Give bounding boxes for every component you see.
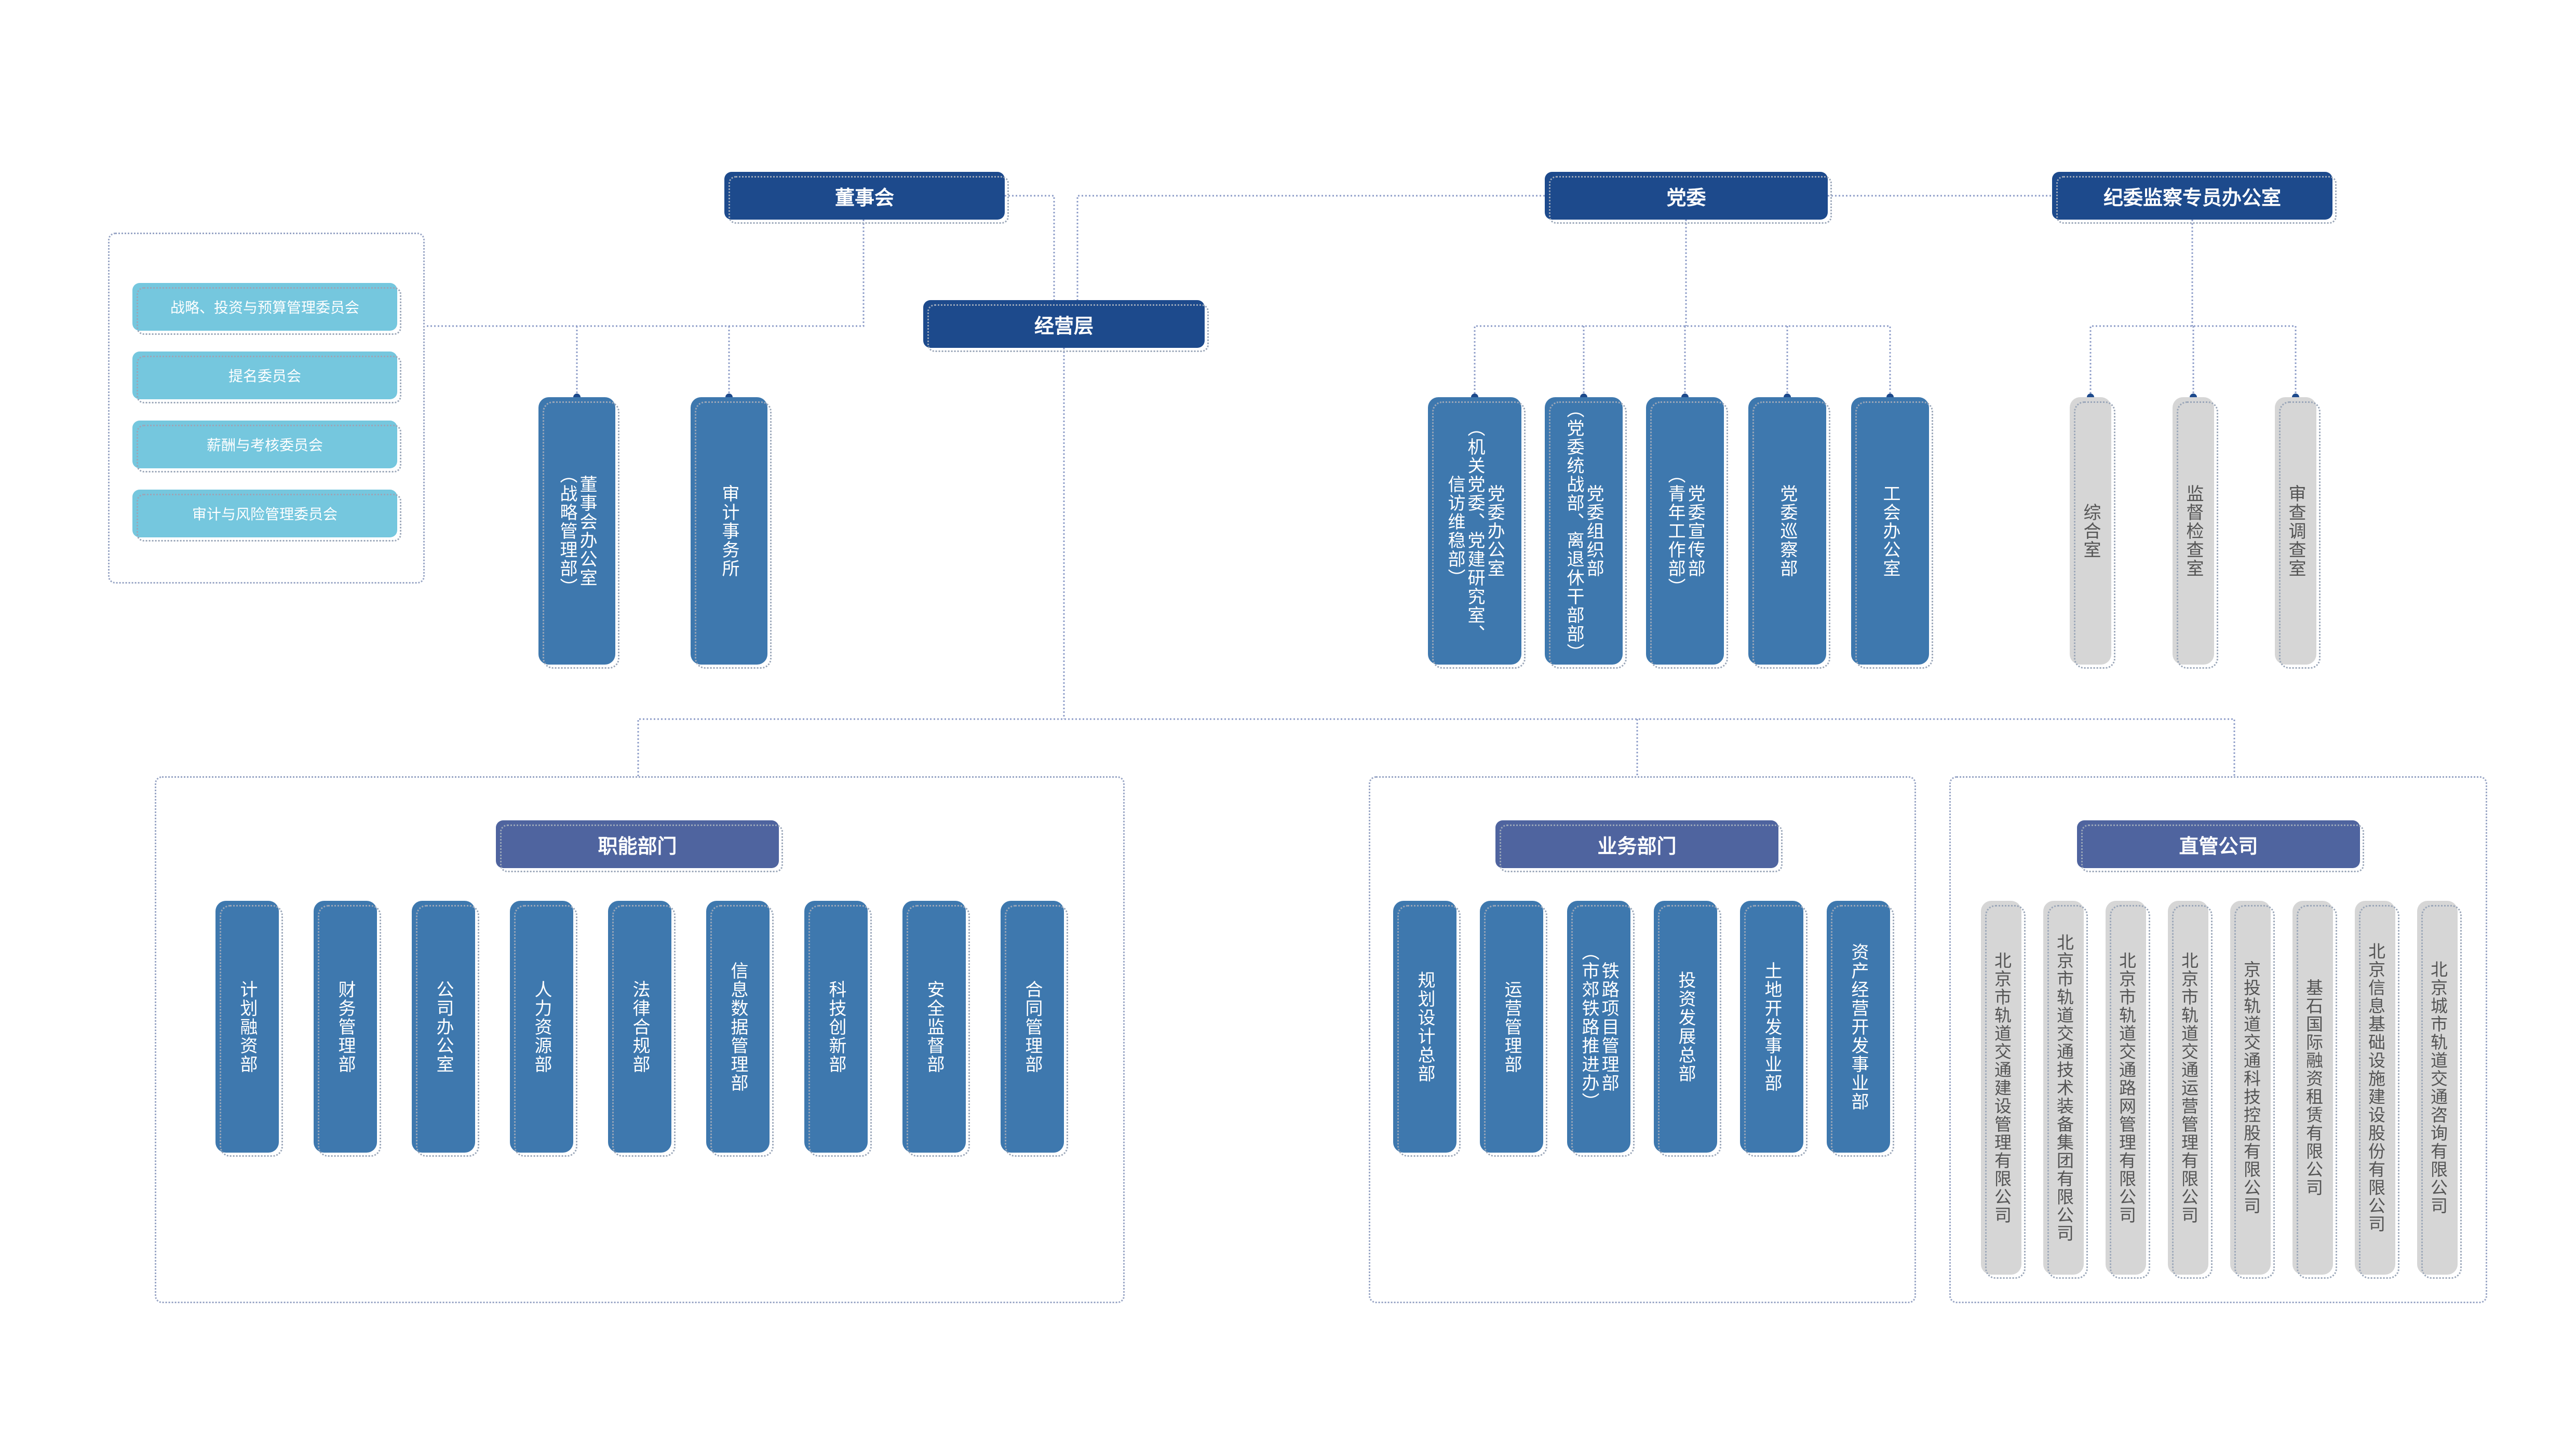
supervision-inspection-office-node[interactable]: 监督检查室 bbox=[2173, 397, 2218, 669]
functional-dept-legal-compliance[interactable]: 法律合规部 bbox=[608, 901, 676, 1157]
board-to-committees-line bbox=[425, 220, 865, 327]
functional-dept-contract-management[interactable]: 合同管理部 bbox=[1001, 901, 1068, 1157]
party-inspection-dept-node[interactable]: 党委巡察部 bbox=[1748, 397, 1830, 669]
party-office-node[interactable]: 党委办公室 （机关党委、党建研究室、 信访维稳部） bbox=[1428, 397, 1526, 669]
party-to-management-line bbox=[1076, 195, 1545, 300]
functional-dept-safety-supervision[interactable]: 安全监督部 bbox=[902, 901, 970, 1157]
direct-companies-header: 直管公司 bbox=[2077, 820, 2364, 872]
functional-dept-human-resources[interactable]: 人力资源部 bbox=[510, 901, 577, 1157]
general-office-node[interactable]: 综合室 bbox=[2070, 397, 2115, 669]
business-dept-operation-management[interactable]: 运营管理部 bbox=[1480, 901, 1547, 1157]
company-urban-rail-consulting[interactable]: 北京城市轨道交通咨询有限公司 bbox=[2417, 901, 2462, 1279]
functional-dept-finance[interactable]: 财务管理部 bbox=[314, 901, 381, 1157]
party-committee-node[interactable]: 党委 bbox=[1545, 172, 1832, 224]
company-rail-network-management[interactable]: 北京市轨道交通路网管理有限公司 bbox=[2106, 901, 2150, 1279]
company-rail-technology-holding[interactable]: 京投轨道交通科技控股有限公司 bbox=[2230, 901, 2275, 1279]
committee-audit-risk[interactable]: 审计与风险管理委员会 bbox=[132, 490, 401, 542]
business-dept-investment-development[interactable]: 投资发展总部 bbox=[1654, 901, 1721, 1157]
company-rail-operation-management[interactable]: 北京市轨道交通运营管理有限公司 bbox=[2168, 901, 2213, 1279]
party-publicity-dept-node[interactable]: 党委宣传部 （青年工作部） bbox=[1646, 397, 1728, 669]
business-dept-asset-operation[interactable]: 资产经营开发事业部 bbox=[1827, 901, 1894, 1157]
business-dept-land-development[interactable]: 土地开发事业部 bbox=[1740, 901, 1808, 1157]
management-layer-node[interactable]: 经营层 bbox=[923, 300, 1209, 352]
direct-companies-panel bbox=[1949, 776, 2487, 1303]
business-departments-panel bbox=[1369, 776, 1916, 1303]
functional-departments-header: 职能部门 bbox=[496, 820, 783, 872]
functional-dept-company-office[interactable]: 公司办公室 bbox=[412, 901, 479, 1157]
board-to-management-line bbox=[1005, 195, 1055, 300]
review-investigation-office-node[interactable]: 审查调查室 bbox=[2275, 397, 2321, 669]
company-rail-construction-management[interactable]: 北京市轨道交通建设管理有限公司 bbox=[1981, 901, 2026, 1279]
committee-strategy-investment-budget[interactable]: 战略、投资与预算管理委员会 bbox=[132, 283, 401, 335]
functional-dept-planning-finance[interactable]: 计划融资部 bbox=[215, 901, 283, 1157]
committee-panel bbox=[108, 233, 425, 584]
functional-dept-technology-innovation[interactable]: 科技创新部 bbox=[804, 901, 872, 1157]
company-cornerstone-leasing[interactable]: 基石国际融资租赁有限公司 bbox=[2292, 901, 2337, 1279]
committee-remuneration-assessment[interactable]: 薪酬与考核委员会 bbox=[132, 421, 401, 472]
functional-dept-information-data[interactable]: 信息数据管理部 bbox=[706, 901, 774, 1157]
sections-bus-line bbox=[637, 718, 2235, 776]
business-dept-railway-project[interactable]: 铁路项目管理部 （市郊铁路推进办） bbox=[1567, 901, 1635, 1157]
functional-departments-panel bbox=[155, 776, 1125, 1303]
board-of-directors-node[interactable]: 董事会 bbox=[724, 172, 1009, 224]
business-dept-planning-design[interactable]: 规划设计总部 bbox=[1393, 901, 1461, 1157]
board-office-node[interactable]: 董事会办公室 （战略管理部） bbox=[538, 397, 619, 669]
company-information-infrastructure[interactable]: 北京信息基础设施建设股份有限公司 bbox=[2355, 901, 2399, 1279]
party-organization-dept-node[interactable]: 党委组织部 （党委统战部、离退休干部部） bbox=[1545, 397, 1627, 669]
audit-office-node[interactable]: 审计事务所 bbox=[691, 397, 772, 669]
party-units-bus-line bbox=[1474, 325, 1891, 397]
business-departments-header: 业务部门 bbox=[1495, 820, 1783, 872]
discipline-inspection-office-node[interactable]: 纪委监察专员办公室 bbox=[2052, 172, 2337, 224]
discipline-units-bus-line bbox=[2089, 325, 2297, 397]
company-rail-equipment-group[interactable]: 北京市轨道交通技术装备集团有限公司 bbox=[2043, 901, 2088, 1279]
committee-nomination[interactable]: 提名委员会 bbox=[132, 352, 401, 403]
union-office-node[interactable]: 工会办公室 bbox=[1851, 397, 1933, 669]
